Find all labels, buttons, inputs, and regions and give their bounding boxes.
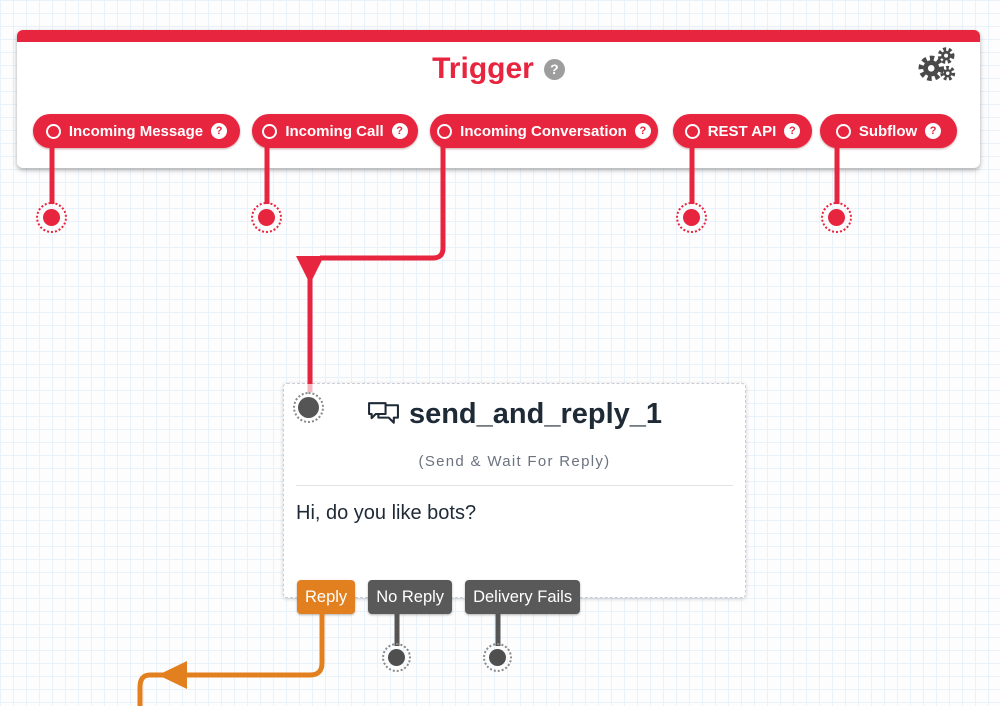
question-circle-icon[interactable]: ? [391,123,408,139]
send-and-reply-widget[interactable]: send_and_reply_1 (Send & Wait For Reply)… [283,383,746,614]
trigger-pill-subflow[interactable]: Subflow ? [820,114,957,148]
pill-label: Incoming Conversation [460,122,627,140]
arrow-left-icon [158,661,187,689]
connector-dot-incoming-call[interactable] [251,202,282,233]
widget-input-dot[interactable] [293,392,324,423]
delivery-fails-transition-dot[interactable] [483,643,512,672]
trigger-pill-incoming-call[interactable]: Incoming Call ? [252,114,418,148]
question-circle-icon[interactable]: ? [925,123,942,139]
pill-label: Incoming Call [285,122,384,140]
widget-type-label: (Send & Wait For Reply) [418,453,611,470]
pill-label: Incoming Message [68,122,204,140]
chat-bubbles-icon [367,402,399,424]
radio-circle-icon [684,123,700,139]
connector-reply [137,612,325,706]
widget-message-text: Hi, do you like bots? [296,502,477,524]
trigger-pill-incoming-message[interactable]: Incoming Message ? [33,114,240,148]
no-reply-button[interactable]: No Reply [368,580,453,614]
trigger-accent-bar [17,30,980,42]
trigger-header: Trigger ? [17,52,980,86]
radio-circle-icon [437,123,453,139]
reply-button[interactable]: Reply [297,580,356,614]
gears-icon[interactable] [916,46,958,89]
trigger-help-icon[interactable]: ? [543,58,565,80]
connector-dot-rest-api[interactable] [676,202,707,233]
radio-circle-icon [835,123,851,139]
widget-header: send_and_reply_1 [284,398,745,431]
trigger-pill-rest-api[interactable]: REST API ? [673,114,812,148]
trigger-title: Trigger [432,52,534,85]
widget-transition-buttons: Reply No Reply Delivery Fails [297,580,581,614]
pill-label: Subflow [858,122,918,140]
divider [296,485,733,486]
question-circle-icon[interactable]: ? [211,123,228,139]
pill-label: REST API [707,122,777,140]
arrow-down-icon [296,256,324,284]
widget-name: send_and_reply_1 [408,398,663,430]
trigger-widget[interactable]: Trigger ? [17,30,980,168]
no-reply-transition-dot[interactable] [382,643,411,672]
connector-dot-incoming-message[interactable] [36,202,67,233]
radio-circle-icon [262,123,278,139]
radio-circle-icon [45,123,61,139]
question-circle-icon[interactable]: ? [634,123,651,139]
connector-dot-subflow[interactable] [821,202,852,233]
delivery-fails-button[interactable]: Delivery Fails [465,580,581,614]
trigger-pill-incoming-conversation[interactable]: Incoming Conversation ? [430,114,658,148]
question-circle-icon[interactable]: ? [784,123,801,139]
